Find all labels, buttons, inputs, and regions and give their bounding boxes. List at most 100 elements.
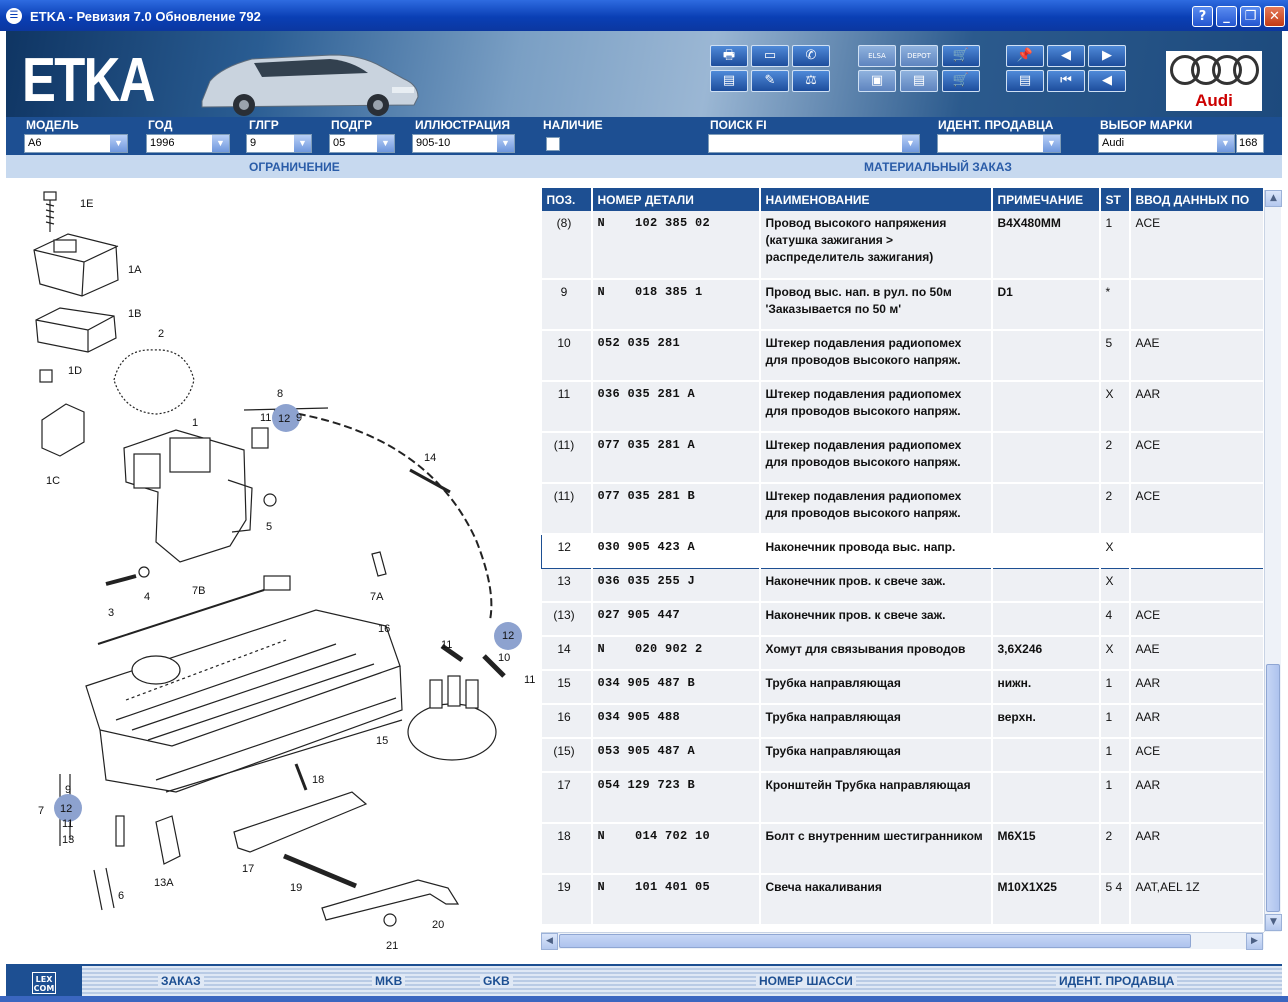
callout-label[interactable]: 1C — [46, 475, 60, 487]
callout-label[interactable]: 11 — [260, 412, 271, 424]
callout-label[interactable]: 1B — [128, 308, 141, 320]
year-select[interactable]: 1996▼ — [146, 134, 230, 153]
list-button[interactable]: ▤ — [710, 70, 748, 92]
prev-page-button[interactable]: ◀ — [1047, 45, 1085, 67]
callout-label[interactable]: 3 — [108, 607, 114, 619]
callout-label[interactable]: 21 — [386, 940, 398, 952]
balance-button[interactable]: ⚖ — [792, 70, 830, 92]
scroll-down-icon[interactable]: ▼ — [1265, 914, 1282, 931]
material-order-link[interactable]: МАТЕРИАЛЬНЫЙ ЗАКАЗ — [864, 160, 1012, 174]
chevron-down-icon[interactable]: ▼ — [110, 135, 127, 152]
position-marker[interactable] — [272, 404, 300, 432]
dealer-select[interactable]: ▼ — [937, 134, 1061, 153]
dealer-id-button[interactable]: ИДЕНТ. ПРОДАВЦА — [1056, 974, 1178, 988]
callout-label[interactable]: 2 — [158, 328, 164, 340]
glgr-select[interactable]: 9▼ — [246, 134, 312, 153]
horizontal-scrollbar[interactable]: ◀ ▶ — [541, 932, 1264, 950]
window-button[interactable]: ▭ — [751, 45, 789, 67]
position-marker[interactable] — [494, 622, 522, 650]
callout-label[interactable]: 13 — [62, 834, 74, 846]
etka-app-icon[interactable]: ☰ — [6, 8, 22, 24]
col-input-header[interactable]: ВВОД ДАННЫХ ПО — [1129, 188, 1263, 211]
callout-label[interactable]: 14 — [424, 452, 436, 464]
col-part-header[interactable]: НОМЕР ДЕТАЛИ — [591, 188, 761, 211]
print-button[interactable]: 🖶 — [710, 45, 748, 67]
mkb-button[interactable]: MKB — [372, 974, 406, 988]
chevron-down-icon[interactable]: ▼ — [497, 135, 514, 152]
bookmark-button[interactable]: ▤ — [1006, 70, 1044, 92]
model-select[interactable]: A6▼ — [24, 134, 128, 153]
callout-label[interactable]: 11 — [524, 674, 535, 686]
back-button[interactable]: ◀ — [1088, 70, 1126, 92]
chevron-down-icon[interactable]: ▼ — [1043, 135, 1060, 152]
col-note-header[interactable]: ПРИМЕЧАНИЕ — [991, 188, 1101, 211]
callout-label[interactable]: 12 — [278, 413, 290, 425]
chevron-down-icon[interactable]: ▼ — [294, 135, 311, 152]
callout-label[interactable]: 1A — [128, 264, 142, 276]
callout-label[interactable]: 11 — [62, 818, 73, 830]
next-page-button[interactable]: ▶ — [1088, 45, 1126, 67]
search-select[interactable]: ▼ — [708, 134, 920, 153]
edit-button[interactable]: ✎ — [751, 70, 789, 92]
parts-illustration[interactable]: 1E 1A 1B 1D 1C 2 1 5 14 8 11 12 9 3 4 7B… — [6, 180, 536, 956]
restriction-link[interactable]: ОГРАНИЧЕНИЕ — [249, 160, 340, 174]
callout-label[interactable]: 18 — [312, 774, 324, 786]
callout-label[interactable]: 16 — [378, 623, 390, 635]
parts-table-container[interactable]: ПОЗ. НОМЕР ДЕТАЛИ НАИМЕНОВАНИЕ ПРИМЕЧАНИ… — [541, 188, 1263, 932]
callout-label[interactable]: 7A — [370, 591, 384, 603]
minimize-button[interactable]: _ — [1216, 6, 1237, 27]
restore-button[interactable]: ❐ — [1240, 6, 1261, 27]
chevron-down-icon[interactable]: ▼ — [377, 135, 394, 152]
illus-select[interactable]: 905-10▼ — [412, 134, 515, 153]
avail-checkbox[interactable] — [546, 137, 560, 151]
podgr-select[interactable]: 05▼ — [329, 134, 395, 153]
col-name-header[interactable]: НАИМЕНОВАНИЕ — [759, 188, 993, 211]
callout-label[interactable]: 6 — [118, 890, 124, 902]
scroll-thumb[interactable] — [1266, 664, 1280, 912]
callout-label[interactable]: 17 — [242, 863, 254, 875]
scroll-left-icon[interactable]: ◀ — [541, 933, 558, 950]
callout-label[interactable]: 12 — [502, 630, 514, 642]
vehicle-button[interactable]: ▤ — [900, 70, 938, 92]
chevron-down-icon[interactable]: ▼ — [1217, 135, 1234, 152]
callout-label[interactable]: 11 — [441, 639, 452, 651]
callout-label[interactable]: 1E — [80, 198, 93, 210]
elsa-button[interactable]: ELSA — [858, 45, 896, 67]
callout-label[interactable]: 12 — [60, 803, 72, 815]
callout-label[interactable]: 8 — [277, 388, 283, 400]
callout-label[interactable]: 5 — [266, 521, 272, 533]
callout-label[interactable]: 15 — [376, 735, 388, 747]
col-st-header[interactable]: ST — [1099, 188, 1131, 211]
scroll-right-icon[interactable]: ▶ — [1246, 933, 1263, 950]
callout-label[interactable]: 19 — [290, 882, 302, 894]
cart-button[interactable]: 🛒 — [942, 70, 980, 92]
help-button[interactable]: ? — [1192, 6, 1213, 27]
first-button[interactable]: ⏮ — [1047, 70, 1085, 92]
order-button[interactable]: ЗАКАЗ — [158, 974, 204, 988]
contact-button[interactable]: ✆ — [792, 45, 830, 67]
callout-label[interactable]: 7 — [38, 805, 44, 817]
cart-transfer-button[interactable]: 🛒 — [942, 45, 980, 67]
scroll-thumb[interactable] — [559, 934, 1191, 948]
vertical-scrollbar[interactable]: ▲ ▼ — [1264, 190, 1282, 932]
chevron-down-icon[interactable]: ▼ — [212, 135, 229, 152]
depot-button[interactable]: DEPOT — [900, 45, 938, 67]
callout-label[interactable]: 7B — [192, 585, 205, 597]
network-button[interactable]: ▣ — [858, 70, 896, 92]
col-pos-header[interactable]: ПОЗ. — [541, 188, 593, 211]
callout-label[interactable]: 9 — [65, 784, 71, 796]
callout-label[interactable]: 1D — [68, 365, 82, 377]
pin-button[interactable]: 📌 — [1006, 45, 1044, 67]
